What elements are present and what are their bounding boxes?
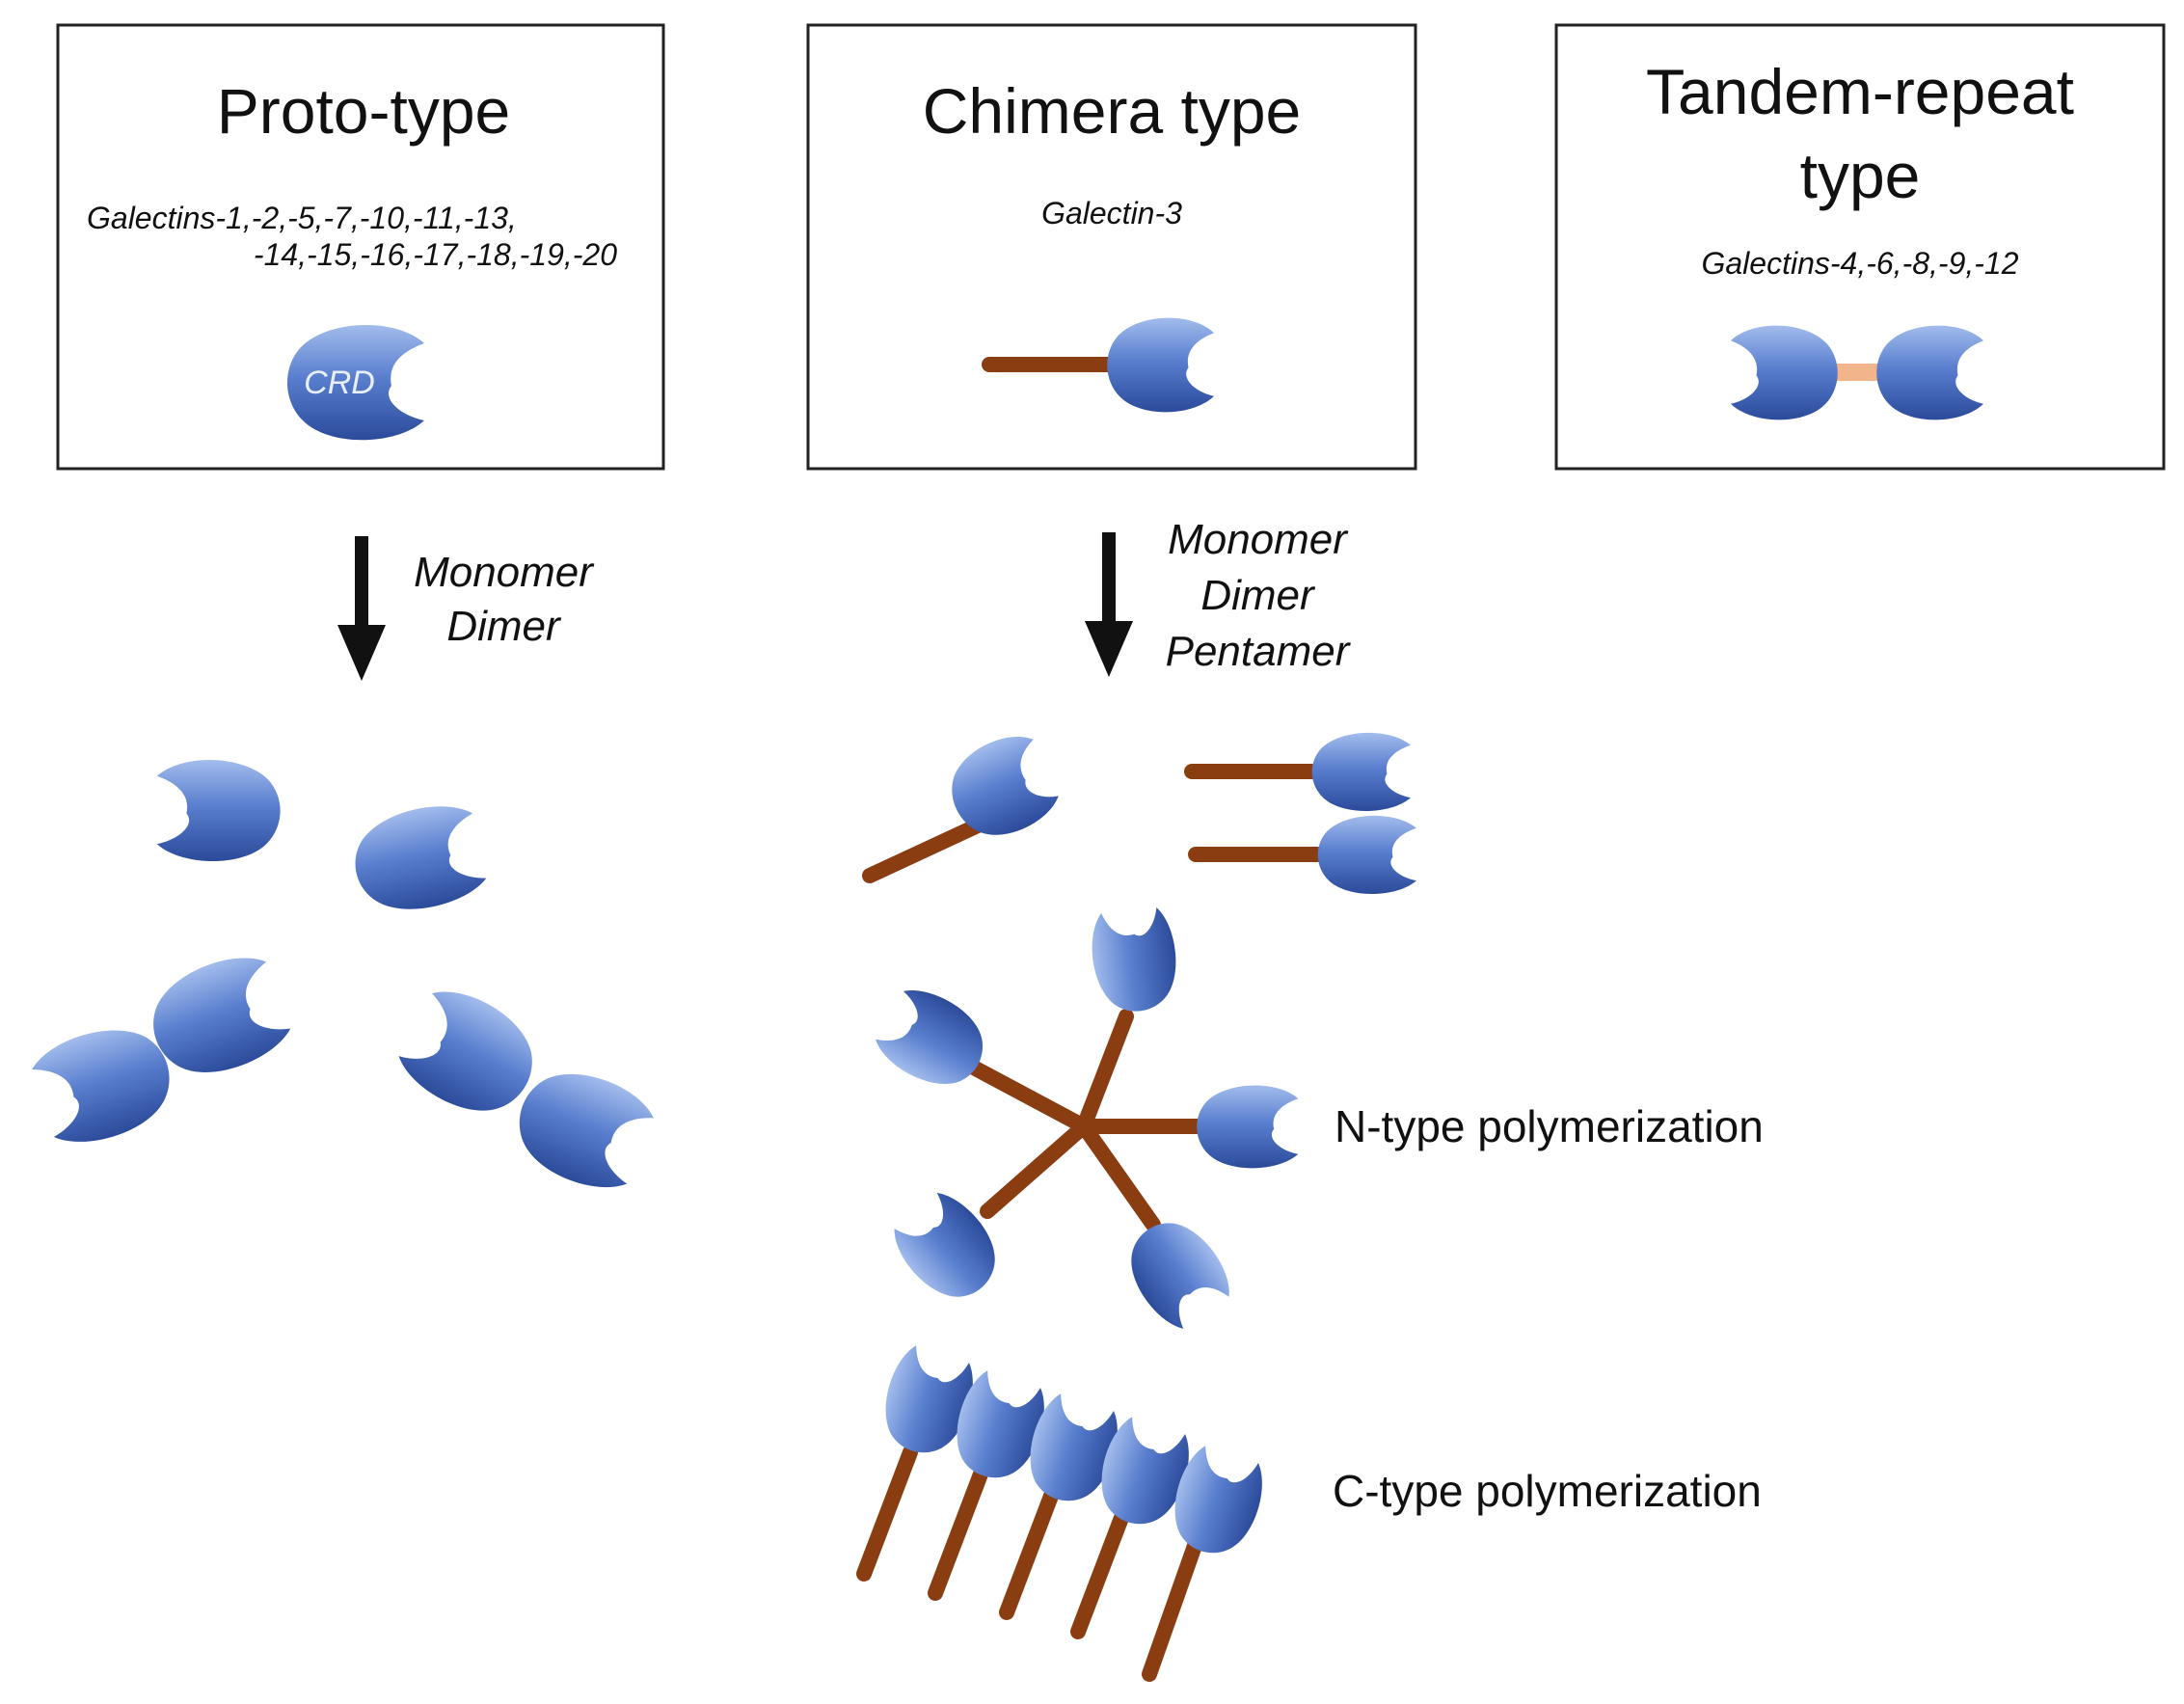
chimera-pentamer <box>869 906 1299 1338</box>
proto-type-title: Proto-type <box>217 75 510 147</box>
crd-domain-icon <box>1317 815 1416 894</box>
proto-type-members-line1: Galectins-1,-2,-5,-7,-10,-11,-13, <box>87 201 517 235</box>
chimera-monomer <box>862 725 1065 883</box>
chimera-type-frame <box>806 23 1417 471</box>
crd-domain-icon <box>1197 1085 1299 1169</box>
crd-domain-icon <box>1311 732 1411 811</box>
chimera-dimer <box>1184 732 1416 894</box>
chimera-arrow-label-monomer: Monomer <box>1168 516 1349 563</box>
n-terminal-tail-icon <box>1142 1535 1203 1682</box>
n-terminal-tail-icon <box>1076 1009 1134 1134</box>
tandem-repeat-title-line1: Tandem-repeat <box>1646 56 2074 127</box>
n-terminal-tail-icon <box>856 1445 918 1582</box>
chimera-arrow-label-dimer: Dimer <box>1200 572 1316 619</box>
proto-monomers <box>156 760 490 921</box>
proto-dimer-left <box>26 945 297 1154</box>
n-terminal-tail-icon <box>999 1483 1061 1620</box>
tandem-repeat-title-line2: type <box>1800 140 1921 211</box>
proto-arrow-label-monomer: Monomer <box>414 549 595 596</box>
chimera-type-box: Chimera type Galectin-3 <box>806 23 1417 471</box>
n-terminal-tail-icon <box>928 1464 989 1601</box>
crd-domain-icon <box>869 979 999 1102</box>
proto-arrow-label-dimer: Dimer <box>446 603 562 650</box>
chimera-type-members: Galectin-3 <box>1041 196 1182 230</box>
tandem-repeat-type-box: Tandem-repeat type Galectins-4,-6,-8,-9,… <box>1554 23 2166 471</box>
n-type-polymerization-label: N-type polymerization <box>1335 1101 1764 1151</box>
proto-type-box: Proto-type Galectins-1,-2,-5,-7,-10,-11,… <box>56 23 665 471</box>
tandem-repeat-members: Galectins-4,-6,-8,-9,-12 <box>1701 246 2018 281</box>
proto-type-members-line2: -14,-15,-16,-17,-18,-19,-20 <box>254 237 617 272</box>
chimera-arrow-label-pentamer: Pentamer <box>1166 628 1352 675</box>
tandem-repeat-type-frame <box>1554 23 2166 471</box>
down-arrow-icon <box>1085 621 1133 677</box>
tandem-repeat-icon <box>1730 325 1984 420</box>
proto-type-arrow: Monomer Dimer <box>337 536 595 681</box>
n-terminal-tail-icon <box>980 1119 1092 1219</box>
n-terminal-tail-icon <box>1070 1502 1132 1639</box>
proto-dimer-right <box>390 978 661 1201</box>
chimera-monomer-icon <box>982 317 1215 413</box>
n-terminal-tail-icon <box>1076 1119 1161 1232</box>
n-terminal-tail-icon <box>964 1059 1092 1134</box>
crd-label: CRD <box>304 365 375 401</box>
chimera-type-title: Chimera type <box>923 75 1302 147</box>
chimera-type-arrow: Monomer Dimer Pentamer <box>1085 516 1352 677</box>
c-type-tails <box>856 1445 1203 1682</box>
chimera-c-type-polymer <box>856 1341 1272 1682</box>
pentamer-tails <box>964 1009 1211 1232</box>
c-type-polymerization-label: C-type polymerization <box>1333 1466 1762 1516</box>
down-arrow-icon <box>337 625 386 681</box>
crd-domain-icon <box>1114 1205 1240 1338</box>
crd-domain-icon <box>1088 906 1181 1015</box>
crd-domain-icon <box>345 798 490 921</box>
crd-domain-icon <box>156 760 281 862</box>
n-terminal-tail-icon <box>862 818 985 883</box>
